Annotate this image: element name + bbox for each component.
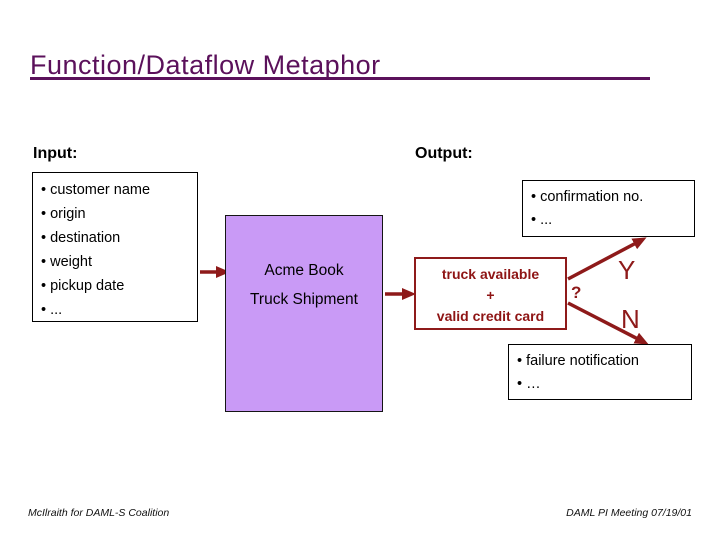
process-box-acme-truck-shipment: Acme Book Truck Shipment [225,215,383,412]
input-item: ... [41,298,197,322]
condition-line-3: valid credit card [436,308,545,324]
process-line-2: Truck Shipment [250,291,358,308]
input-box: customer name origin destination weight … [32,172,198,322]
footer-author: McIlraith for DAML-S Coalition [28,507,170,519]
slide-title: Function/Dataflow Metaphor [30,50,381,80]
failure-output-box: failure notification … [508,344,692,400]
failure-item: failure notification [517,350,691,373]
footer-meeting-date: DAML PI Meeting 07/19/01 [566,507,692,519]
input-item: customer name [41,178,197,202]
decision-question-mark: ? [571,283,582,302]
condition-line-1: truck available [441,266,540,282]
condition-box-truck-credit: truck available + valid credit card [414,257,567,330]
failure-item: … [517,373,691,396]
confirmation-item: confirmation no. [531,186,694,209]
title-underline [30,77,650,80]
decision-yes-label: Y [618,255,636,285]
process-line-1: Acme Book [264,262,344,279]
input-item: destination [41,226,197,250]
condition-line-2: + [486,287,495,303]
decision-no-label: N [621,304,640,334]
output-label: Output: [415,145,473,162]
confirmation-output-box: confirmation no. ... [522,180,695,237]
input-item: weight [41,250,197,274]
process-box-text: Acme Book Truck Shipment [226,256,382,314]
input-label: Input: [33,145,78,162]
confirmation-item: ... [531,209,694,232]
input-item: origin [41,202,197,226]
input-item: pickup date [41,274,197,298]
